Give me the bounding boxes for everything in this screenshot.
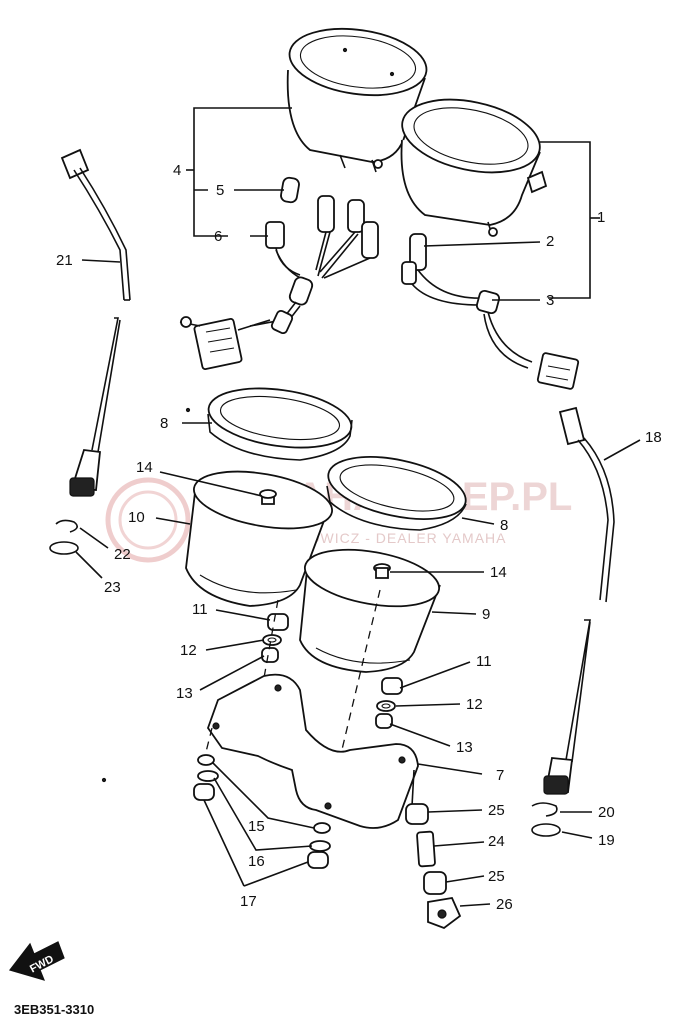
part-11-12-13-left xyxy=(259,599,289,701)
callout-12-left: 12 xyxy=(180,642,197,659)
part-10-meter-case-left xyxy=(185,470,333,607)
leader-lines xyxy=(75,107,641,907)
part-22-23-clips xyxy=(49,519,79,555)
callout-26: 26 xyxy=(496,896,513,913)
part-19-20-clips xyxy=(531,802,561,837)
callout-10: 10 xyxy=(128,509,145,526)
callout-3: 3 xyxy=(546,292,554,309)
part-21-tacho-cable xyxy=(60,148,131,497)
callout-7: 7 xyxy=(496,767,504,784)
callout-19: 19 xyxy=(598,832,615,849)
part-15-16-17 xyxy=(193,754,331,869)
callout-13-right: 13 xyxy=(456,739,473,756)
callout-25-lower: 25 xyxy=(488,868,505,885)
part-2-3-socket-harness xyxy=(401,233,580,390)
fwd-arrow-icon: FWD xyxy=(8,941,65,981)
callout-18: 18 xyxy=(645,429,662,446)
watermark-logo xyxy=(105,477,191,563)
callout-25-upper: 25 xyxy=(488,802,505,819)
callout-11-left: 11 xyxy=(192,601,208,618)
callout-16: 16 xyxy=(248,853,265,870)
callout-24: 24 xyxy=(488,833,505,850)
callout-1: 1 xyxy=(597,209,605,226)
callouts: 1 2 3 4 5 6 7 8 8 9 10 11 11 12 12 13 13… xyxy=(56,162,662,913)
callout-12-right: 12 xyxy=(466,696,483,713)
callout-2: 2 xyxy=(546,233,554,250)
part-24-25-26 xyxy=(405,769,462,930)
callout-11-right: 11 xyxy=(476,653,492,670)
callout-4: 4 xyxy=(173,162,181,179)
callout-8-right: 8 xyxy=(500,517,508,534)
callout-9: 9 xyxy=(482,606,490,623)
part-8-bezel-left xyxy=(207,387,353,461)
callout-14-right: 14 xyxy=(490,564,507,581)
callout-13-left: 13 xyxy=(176,685,193,702)
meter-upper-left xyxy=(286,27,428,173)
callout-23: 23 xyxy=(104,579,121,596)
part-8-bezel-right xyxy=(326,456,467,531)
callout-21: 21 xyxy=(56,252,73,269)
part-5-bulb xyxy=(280,176,300,204)
callout-17: 17 xyxy=(240,893,257,910)
callout-5: 5 xyxy=(216,182,224,199)
part-11-12-13-right xyxy=(329,589,403,801)
callout-14-upper: 14 xyxy=(136,459,153,476)
meter-upper-right xyxy=(400,98,548,237)
diagram-code: 3EB351-3310 xyxy=(14,1002,94,1017)
part-18-speedo-cable xyxy=(543,406,615,795)
part-6-socket-harness xyxy=(179,195,379,371)
callout-8-upper: 8 xyxy=(160,415,168,432)
callout-22: 22 xyxy=(114,546,131,563)
part-7-bracket xyxy=(203,673,419,829)
callout-6: 6 xyxy=(214,228,222,245)
part-9-meter-case-right xyxy=(299,548,441,673)
callout-20: 20 xyxy=(598,804,615,821)
callout-15: 15 xyxy=(248,818,265,835)
